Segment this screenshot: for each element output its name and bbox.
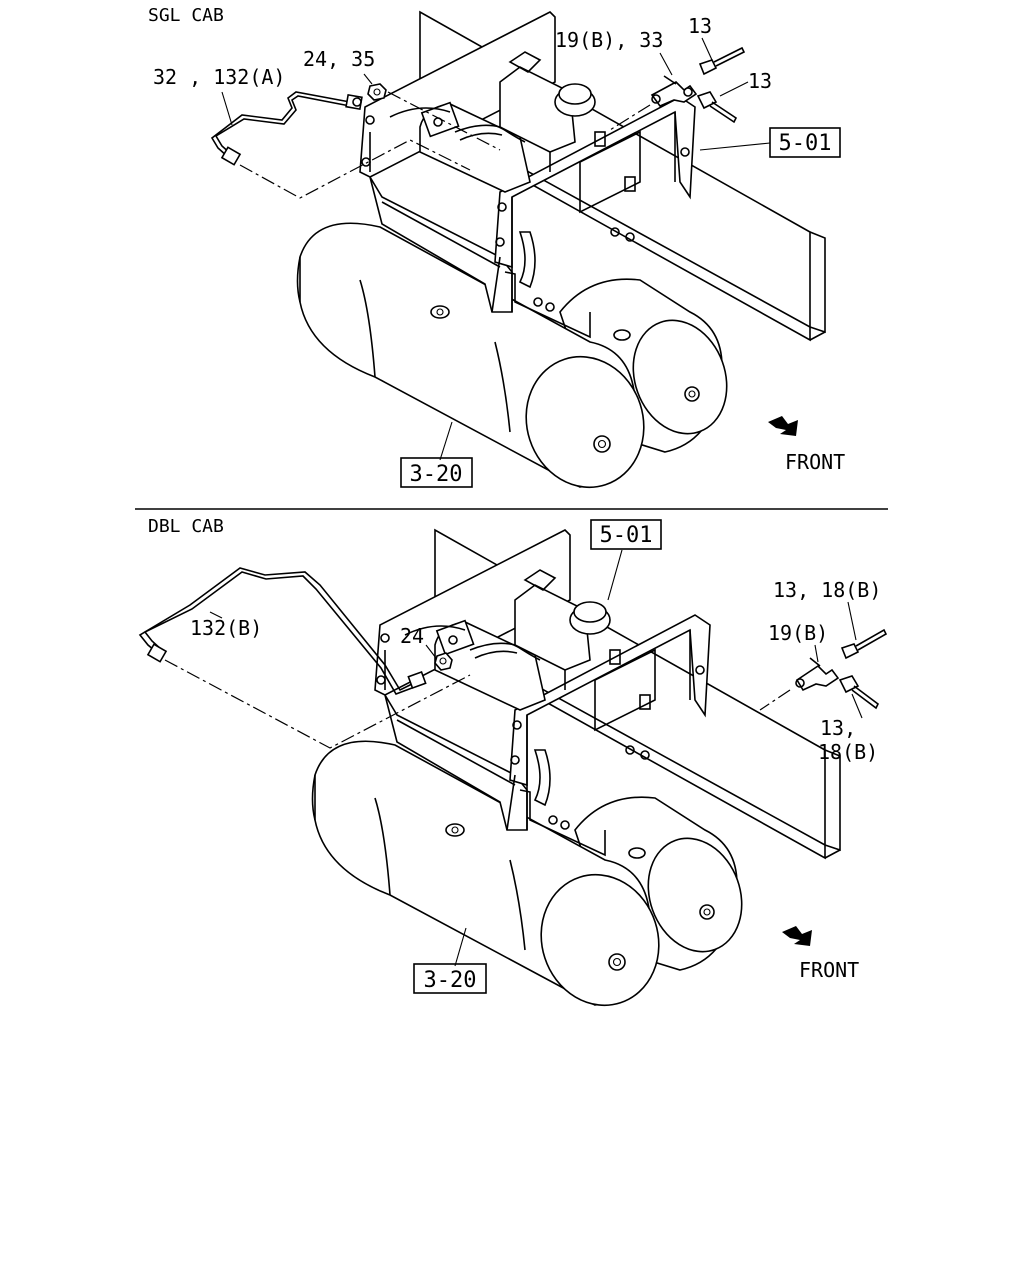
label-connector: 19(B), 33	[555, 28, 663, 52]
front-label: FRONT	[785, 450, 845, 474]
label-fitting-upper: 13	[688, 14, 712, 38]
label-fitting-lower: 13	[748, 69, 772, 93]
front-label: FRONT	[799, 958, 859, 982]
section-title: SGL CAB	[148, 5, 224, 26]
fitting-upper	[840, 628, 888, 660]
label-fitting-lower-2: 18(B)	[818, 740, 878, 764]
tee-connector	[650, 75, 698, 107]
section-dbl-cab: DBL CAB	[138, 516, 888, 1022]
svg-text:5-01: 5-01	[600, 523, 653, 548]
flare-nut	[434, 652, 453, 671]
front-arrow-icon	[782, 926, 812, 946]
front-arrow-icon	[768, 416, 798, 436]
svg-text:3-20: 3-20	[410, 462, 463, 487]
ref-box-tank: 3-20	[400, 457, 473, 488]
section-sgl-cab: SGL CAB	[148, 5, 845, 504]
tee-connector	[795, 657, 840, 692]
fitting-lower	[838, 675, 880, 710]
flare-nut	[367, 83, 387, 101]
label-fitting-upper: 13, 18(B)	[773, 578, 881, 602]
section-title: DBL CAB	[148, 516, 224, 537]
ref-box-tank: 3-20	[413, 963, 487, 994]
air-tank-assembly	[311, 529, 841, 1022]
label-pipe: 132(B)	[190, 616, 262, 640]
ref-box-frame: 5-01	[590, 519, 662, 550]
label-connector: 19(B)	[768, 621, 828, 645]
label-fitting-lower-1: 13,	[820, 716, 856, 740]
label-nut: 24	[400, 624, 424, 648]
label-nut: 24, 35	[303, 47, 375, 71]
brake-pipe-b	[138, 567, 427, 695]
svg-text:5-01: 5-01	[779, 131, 832, 156]
fitting-lower	[696, 91, 738, 124]
brake-pipe-a	[210, 91, 363, 166]
fitting-upper	[698, 46, 746, 76]
ref-box-frame: 5-01	[769, 127, 841, 158]
label-pipe: 32 , 132(A)	[153, 65, 285, 89]
svg-text:3-20: 3-20	[424, 968, 477, 993]
